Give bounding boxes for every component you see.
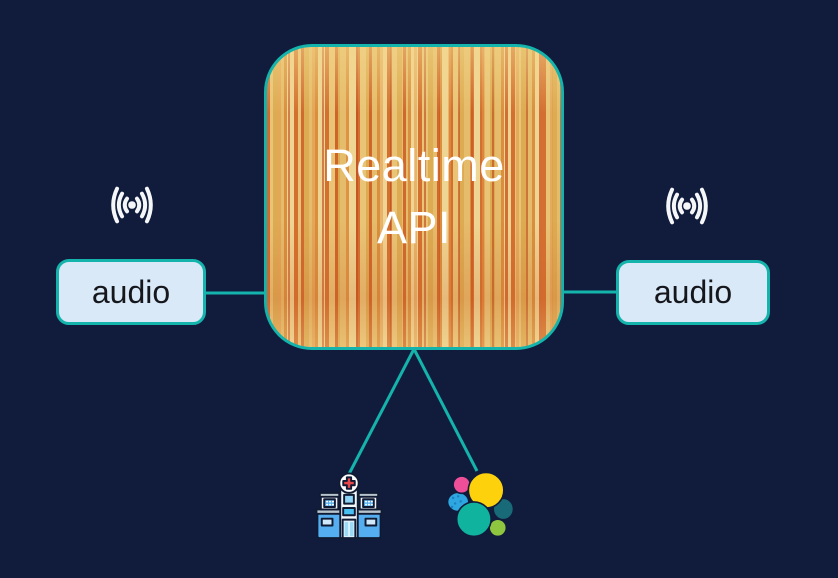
hospital-icon: [314, 472, 384, 542]
realtime-api-node: Realtime API: [264, 44, 564, 350]
broadcast-icon: [658, 185, 716, 227]
audio-node-left: audio: [56, 259, 206, 325]
hospital-connector: [347, 348, 416, 475]
audio-node-right: audio: [616, 260, 770, 325]
broadcast-icon: [103, 184, 161, 226]
center-title: Realtime API: [323, 135, 505, 259]
center-title-line2: API: [376, 202, 452, 253]
audio-label-right: audio: [653, 274, 733, 310]
center-title-line1: Realtime: [323, 140, 505, 191]
elasticsearch-logo-icon: [446, 471, 515, 543]
audio-label-left: audio: [91, 273, 171, 310]
elastic-connector: [412, 348, 479, 472]
